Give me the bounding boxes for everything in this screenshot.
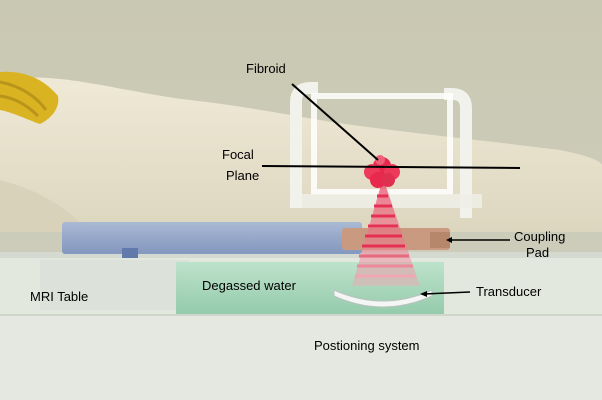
hair-strand	[0, 94, 40, 118]
transducer-bowl	[333, 289, 433, 308]
positioning-system-label: Postioning system	[314, 338, 420, 353]
focal-plane-line	[261, 165, 521, 169]
pad-clip	[122, 248, 138, 258]
hair-strand	[0, 80, 48, 111]
coupling-pad-label-line1: Coupling	[514, 229, 566, 244]
beam-stripes	[355, 194, 416, 278]
patient-shadow	[0, 180, 90, 232]
focal-plane-label-line2: Plane	[226, 168, 260, 183]
coupling-pad-arrowhead	[446, 237, 452, 243]
transducer-label: Transducer	[476, 284, 542, 299]
table-top-edge	[0, 252, 602, 258]
coupling-pad-label-line2: Pad	[526, 245, 550, 260]
transducer-arrow	[423, 291, 471, 295]
degassed-water-label: Degassed water	[202, 278, 296, 293]
fibroid-callout	[291, 83, 379, 161]
coil-frame-base	[302, 194, 482, 208]
mri-table-label: MRI Table	[30, 289, 89, 304]
table-panel	[40, 260, 190, 310]
focal-plane-label-line1: Focal	[222, 147, 254, 162]
fibroid-label: Fibroid	[246, 61, 286, 76]
positioning-base	[0, 312, 602, 400]
blue-positioning-pad	[62, 222, 362, 254]
coupling-pad-edge	[430, 232, 450, 248]
ultrasound-beam	[352, 178, 420, 286]
transducer-arrowhead	[420, 291, 427, 297]
